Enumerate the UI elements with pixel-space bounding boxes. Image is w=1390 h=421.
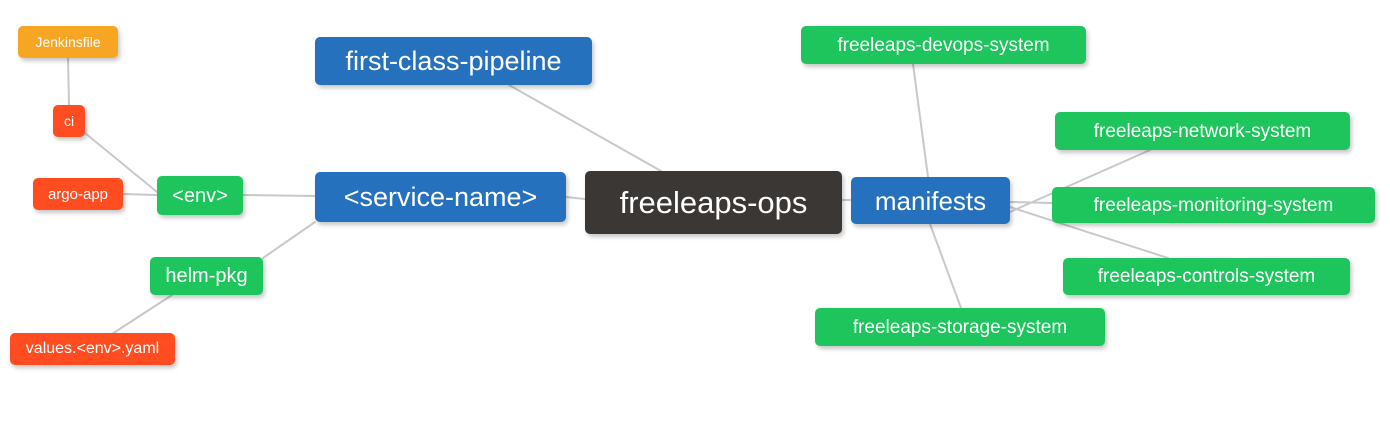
node-label: <service-name> bbox=[343, 181, 538, 212]
edge-manifests-to-storage-sys bbox=[929, 223, 962, 309]
node-label: freeleaps-controls-system bbox=[1097, 266, 1316, 287]
node-ci[interactable]: ci bbox=[53, 105, 85, 137]
node-label: freeleaps-ops bbox=[619, 185, 808, 220]
node-devops-sys[interactable]: freeleaps-devops-system bbox=[801, 26, 1086, 64]
node-freeleaps-ops[interactable]: freeleaps-ops bbox=[585, 171, 842, 234]
node-label: freeleaps-monitoring-system bbox=[1093, 194, 1334, 216]
edge-jenkinsfile-to-ci bbox=[67, 57, 70, 106]
node-controls-sys[interactable]: freeleaps-controls-system bbox=[1063, 258, 1350, 295]
node-service-name[interactable]: <service-name> bbox=[315, 172, 566, 222]
node-label: freeleaps-devops-system bbox=[837, 34, 1050, 56]
edge-service-name-to-helm-pkg bbox=[262, 221, 316, 259]
edge-manifests-to-devops-sys bbox=[912, 63, 929, 178]
node-jenkinsfile[interactable]: Jenkinsfile bbox=[18, 26, 118, 58]
node-manifests[interactable]: manifests bbox=[851, 177, 1010, 224]
node-argo-app[interactable]: argo-app bbox=[33, 178, 123, 210]
node-env[interactable]: <env> bbox=[157, 176, 243, 215]
node-monitoring-sys[interactable]: freeleaps-monitoring-system bbox=[1052, 187, 1375, 223]
node-values-yaml[interactable]: values.<env>.yaml bbox=[10, 333, 175, 365]
node-label: manifests bbox=[874, 185, 987, 216]
node-label: values.<env>.yaml bbox=[25, 340, 160, 357]
node-pipeline[interactable]: first-class-pipeline bbox=[315, 37, 592, 85]
edge-argo-app-to-env bbox=[122, 193, 158, 196]
edge-pipeline-to-freeleaps-ops bbox=[508, 84, 662, 172]
edge-manifests-to-monitoring-sys bbox=[1009, 201, 1053, 204]
node-label: freeleaps-storage-system bbox=[852, 316, 1068, 338]
node-label: first-class-pipeline bbox=[345, 45, 562, 76]
edge-helm-pkg-to-values-yaml bbox=[111, 294, 173, 335]
edge-service-name-to-freeleaps-ops bbox=[565, 196, 586, 200]
node-label: freeleaps-network-system bbox=[1093, 120, 1312, 142]
node-helm-pkg[interactable]: helm-pkg bbox=[150, 257, 263, 295]
node-label: ci bbox=[63, 113, 75, 129]
node-network-sys[interactable]: freeleaps-network-system bbox=[1055, 112, 1350, 150]
node-storage-sys[interactable]: freeleaps-storage-system bbox=[815, 308, 1105, 346]
node-label: argo-app bbox=[47, 185, 109, 203]
node-label: helm-pkg bbox=[165, 265, 248, 287]
node-label: Jenkinsfile bbox=[35, 34, 101, 50]
edge-env-to-service-name bbox=[242, 194, 316, 197]
node-label: <env> bbox=[172, 184, 228, 207]
